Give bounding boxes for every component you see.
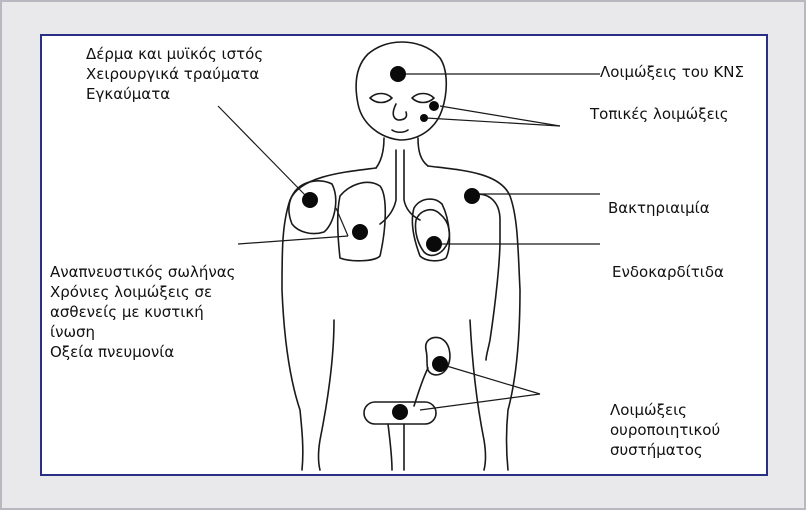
mouth [392, 130, 408, 132]
label-skin: Δέρμα και μυϊκός ιστός Χειρουργικά τραύμ… [86, 44, 263, 104]
label-respiratory-line-2: Χρόνιες λοιμώξεις σε [50, 282, 235, 302]
dot-skin [302, 192, 318, 208]
dot-cns [390, 66, 406, 82]
eye-left [370, 94, 392, 103]
label-respiratory: Αναπνευστικός σωλήνας Χρόνιες λοιμώξεις … [50, 262, 235, 362]
dot-bacteremia [464, 188, 480, 204]
label-respiratory-line-3: ασθενείς με κυστική [50, 302, 235, 322]
label-urinary-line-2: ουροποιητικού [610, 420, 720, 440]
aorta [470, 194, 500, 360]
lung-right [412, 199, 449, 261]
neck-left [376, 138, 384, 168]
label-skin-line-2: Χειρουργικά τραύματα [86, 64, 263, 84]
waist-left [319, 320, 335, 470]
waist-right [470, 320, 486, 470]
label-cns: Λοιμώξεις του ΚΝΣ [600, 62, 744, 82]
leader-urinary-b [420, 394, 540, 410]
trachea [380, 150, 396, 224]
torso-outline-right [428, 166, 520, 470]
torso-outline-left [282, 168, 376, 470]
label-urinary-line-3: συστήματος [610, 440, 720, 460]
leader-local-b [426, 118, 560, 126]
dot-lung [352, 224, 368, 240]
label-skin-line-3: Εγκαύματα [86, 84, 263, 104]
label-respiratory-line-5: Οξεία πνευμονία [50, 342, 235, 362]
lung-left [338, 182, 386, 260]
label-bacteremia: Βακτηριαιμία [608, 198, 710, 218]
head-outline [356, 42, 446, 140]
dot-kidney [432, 356, 448, 372]
nose [393, 104, 406, 120]
neck-right [418, 138, 428, 166]
dot-heart [426, 236, 442, 252]
leader-skin [218, 106, 306, 196]
label-urinary-line-1: Λοιμώξεις [610, 400, 720, 420]
label-local: Τοπικές λοιμώξεις [590, 104, 729, 124]
leg-left [388, 424, 392, 470]
leader-respiratory-a [238, 236, 348, 244]
label-respiratory-line-4: ίνωση [50, 322, 235, 342]
dot-local-b [420, 114, 428, 122]
label-urinary: Λοιμώξεις ουροποιητικού συστήματος [610, 400, 720, 460]
ureter [414, 368, 428, 406]
eye-right [412, 94, 434, 103]
trachea-b [404, 150, 420, 220]
leader-urinary-a [440, 364, 540, 394]
label-endocarditis: Ενδοκαρδίτιδα [612, 262, 724, 282]
label-skin-line-1: Δέρμα και μυϊκός ιστός [86, 44, 263, 64]
label-respiratory-line-1: Αναπνευστικός σωλήνας [50, 262, 235, 282]
dot-local-a [429, 101, 439, 111]
dot-bladder [392, 404, 408, 420]
